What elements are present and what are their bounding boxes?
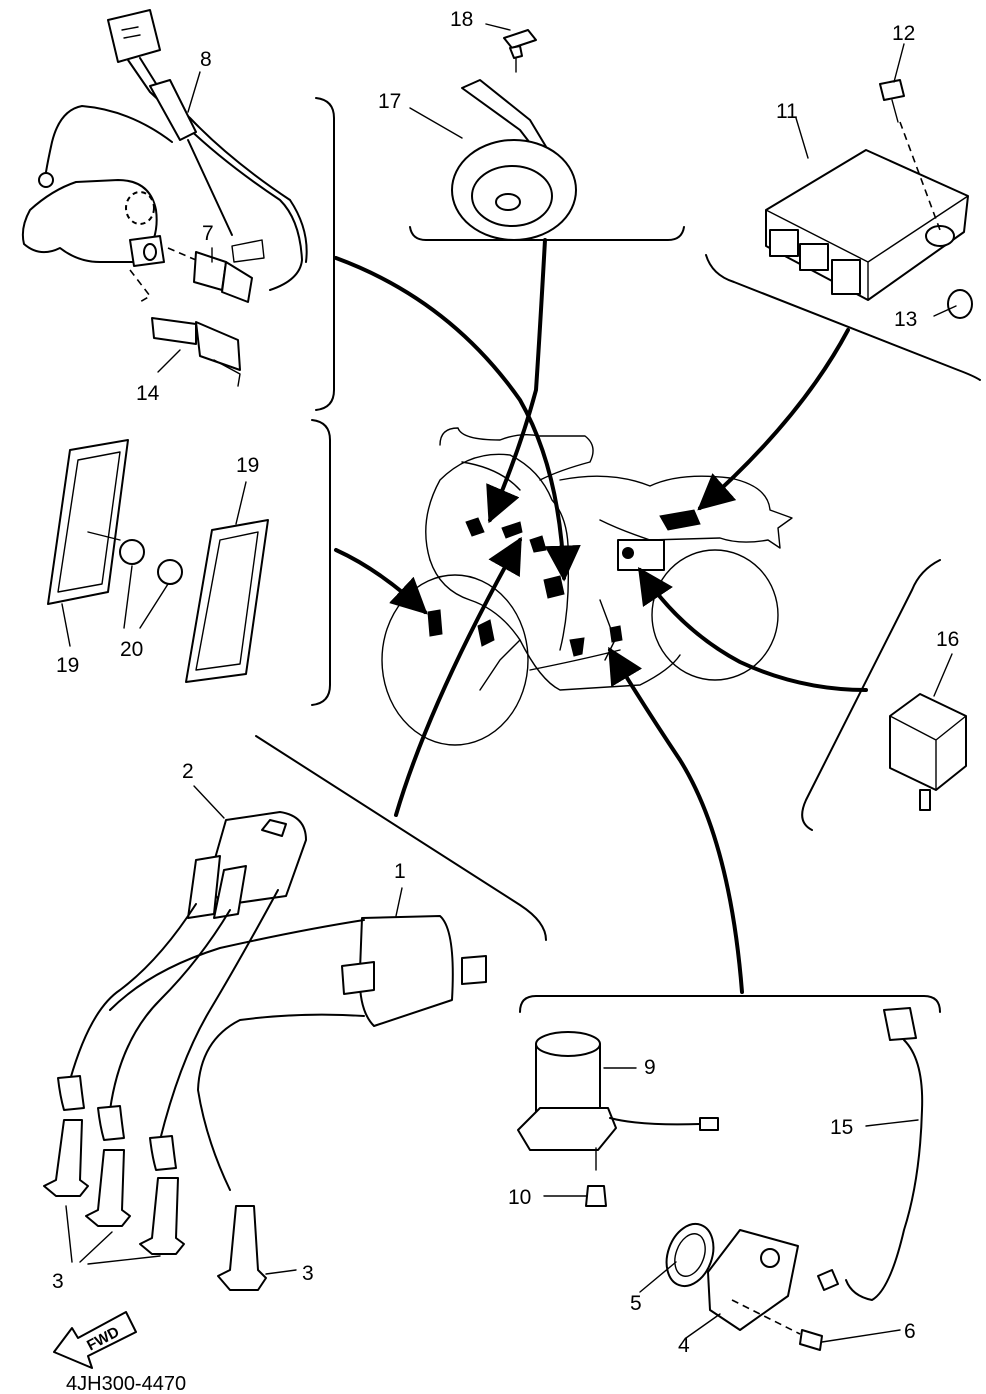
part-1-2-ignition-coils (43, 811, 487, 1291)
leader-arrows (334, 238, 868, 994)
label-part-3b: 3 (302, 1262, 314, 1285)
label-part-18: 18 (450, 8, 473, 31)
part-7-brake-switch-assembly (21, 179, 265, 387)
label-part-20: 20 (120, 638, 143, 661)
part-17-horn (451, 29, 577, 241)
label-part-14: 14 (136, 382, 160, 405)
label-part-8: 8 (200, 48, 212, 71)
label-leaders (61, 23, 957, 1343)
label-part-3a: 3 (52, 1270, 64, 1293)
label-part-11: 11 (776, 100, 798, 123)
forward-direction-arrow: FWD (53, 1311, 137, 1369)
part-4-5-6-15-sensor (665, 1007, 924, 1351)
part-16-relay (889, 693, 967, 811)
label-part-17: 17 (378, 90, 401, 113)
part-11-cdi-unit (765, 79, 973, 319)
label-part-19b: 19 (236, 454, 259, 477)
label-part-16: 16 (936, 628, 959, 651)
label-part-1: 1 (394, 860, 406, 883)
label-part-9: 9 (644, 1056, 656, 1079)
label-part-12: 12 (892, 22, 915, 45)
label-part-19a: 19 (56, 654, 79, 677)
label-part-5: 5 (630, 1292, 642, 1315)
part-9-starter-motor (517, 1031, 719, 1207)
group-brackets (255, 97, 981, 1013)
part-8-wire-harness (38, 9, 308, 291)
part-number-labels: 1 2 3 3 4 5 6 7 8 9 10 11 12 13 14 15 16… (52, 8, 959, 1357)
label-part-10: 10 (508, 1186, 531, 1209)
label-part-6: 6 (904, 1320, 916, 1343)
label-part-15: 15 (830, 1116, 853, 1139)
label-part-2: 2 (182, 760, 194, 783)
part-19-reflectors (47, 439, 269, 683)
label-part-13: 13 (894, 308, 917, 331)
diagram-code: 4JH300-4470 (66, 1373, 186, 1394)
label-part-4: 4 (678, 1334, 690, 1357)
motorcycle-silhouette (381, 427, 793, 746)
label-part-7: 7 (202, 222, 214, 245)
